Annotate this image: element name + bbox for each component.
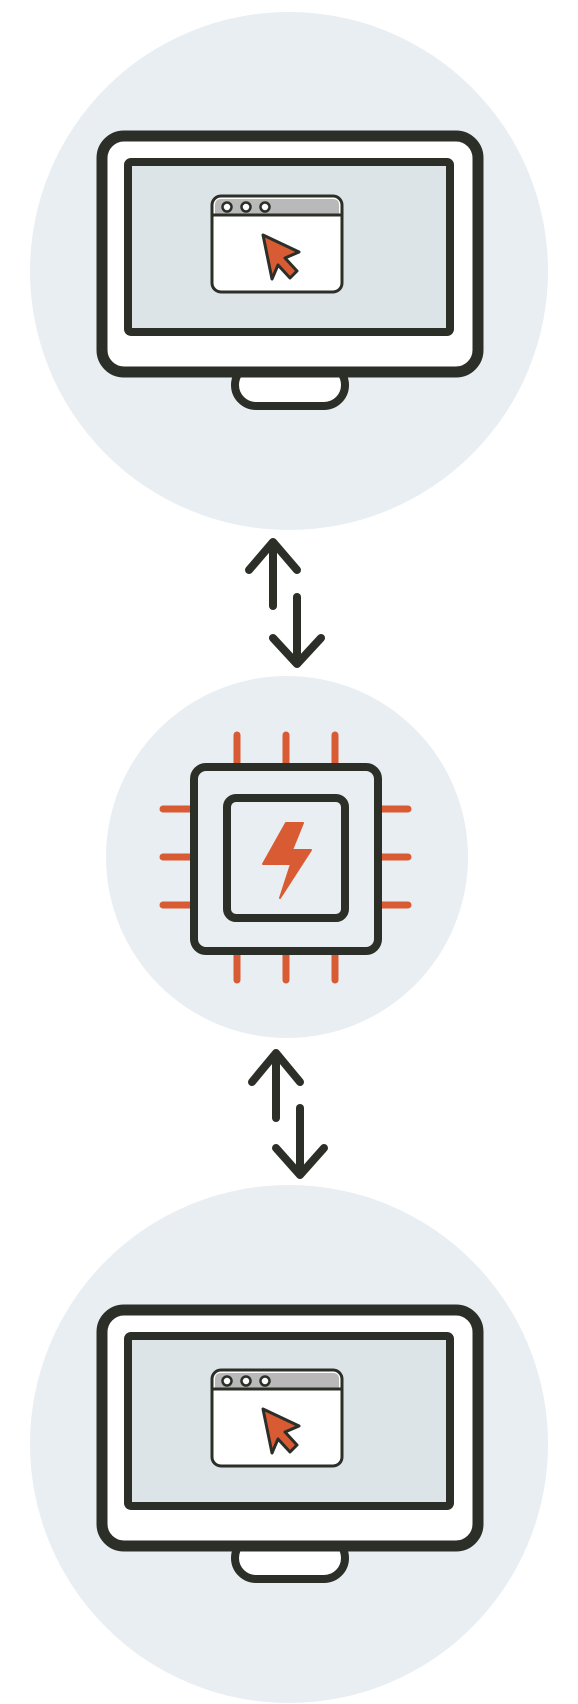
monitor-with-browser-window-icon <box>96 1304 484 1583</box>
window-dot-icon <box>221 1375 233 1387</box>
window-dot-icon <box>240 1375 252 1387</box>
node-client-bottom <box>30 1185 548 1703</box>
browser-window-titlebar <box>215 199 339 214</box>
bidirectional-arrows-icon <box>248 1049 328 1179</box>
cursor-arrow-icon <box>261 1407 301 1455</box>
monitor-with-browser-window-icon <box>96 130 484 410</box>
up-arrowhead <box>245 538 301 574</box>
window-dot-icon <box>240 201 252 213</box>
bidirectional-arrows-icon <box>245 538 325 668</box>
browser-window-icon <box>210 1368 344 1468</box>
cpu-pins <box>159 731 412 984</box>
lightning-bolt-icon <box>262 822 312 899</box>
up-arrowhead <box>248 1049 304 1086</box>
down-arrowhead <box>269 634 325 668</box>
cursor-arrow-icon <box>261 233 301 281</box>
browser-window-titlebar <box>215 1373 339 1388</box>
cpu-chip-with-lightning-icon <box>159 731 412 984</box>
window-dot-icon <box>259 1375 271 1387</box>
window-dot-icon <box>221 201 233 213</box>
node-client-top <box>30 12 548 530</box>
down-arrowhead <box>272 1144 328 1179</box>
browser-window-icon <box>210 194 344 294</box>
node-processor <box>106 676 468 1038</box>
window-dot-icon <box>259 201 271 213</box>
